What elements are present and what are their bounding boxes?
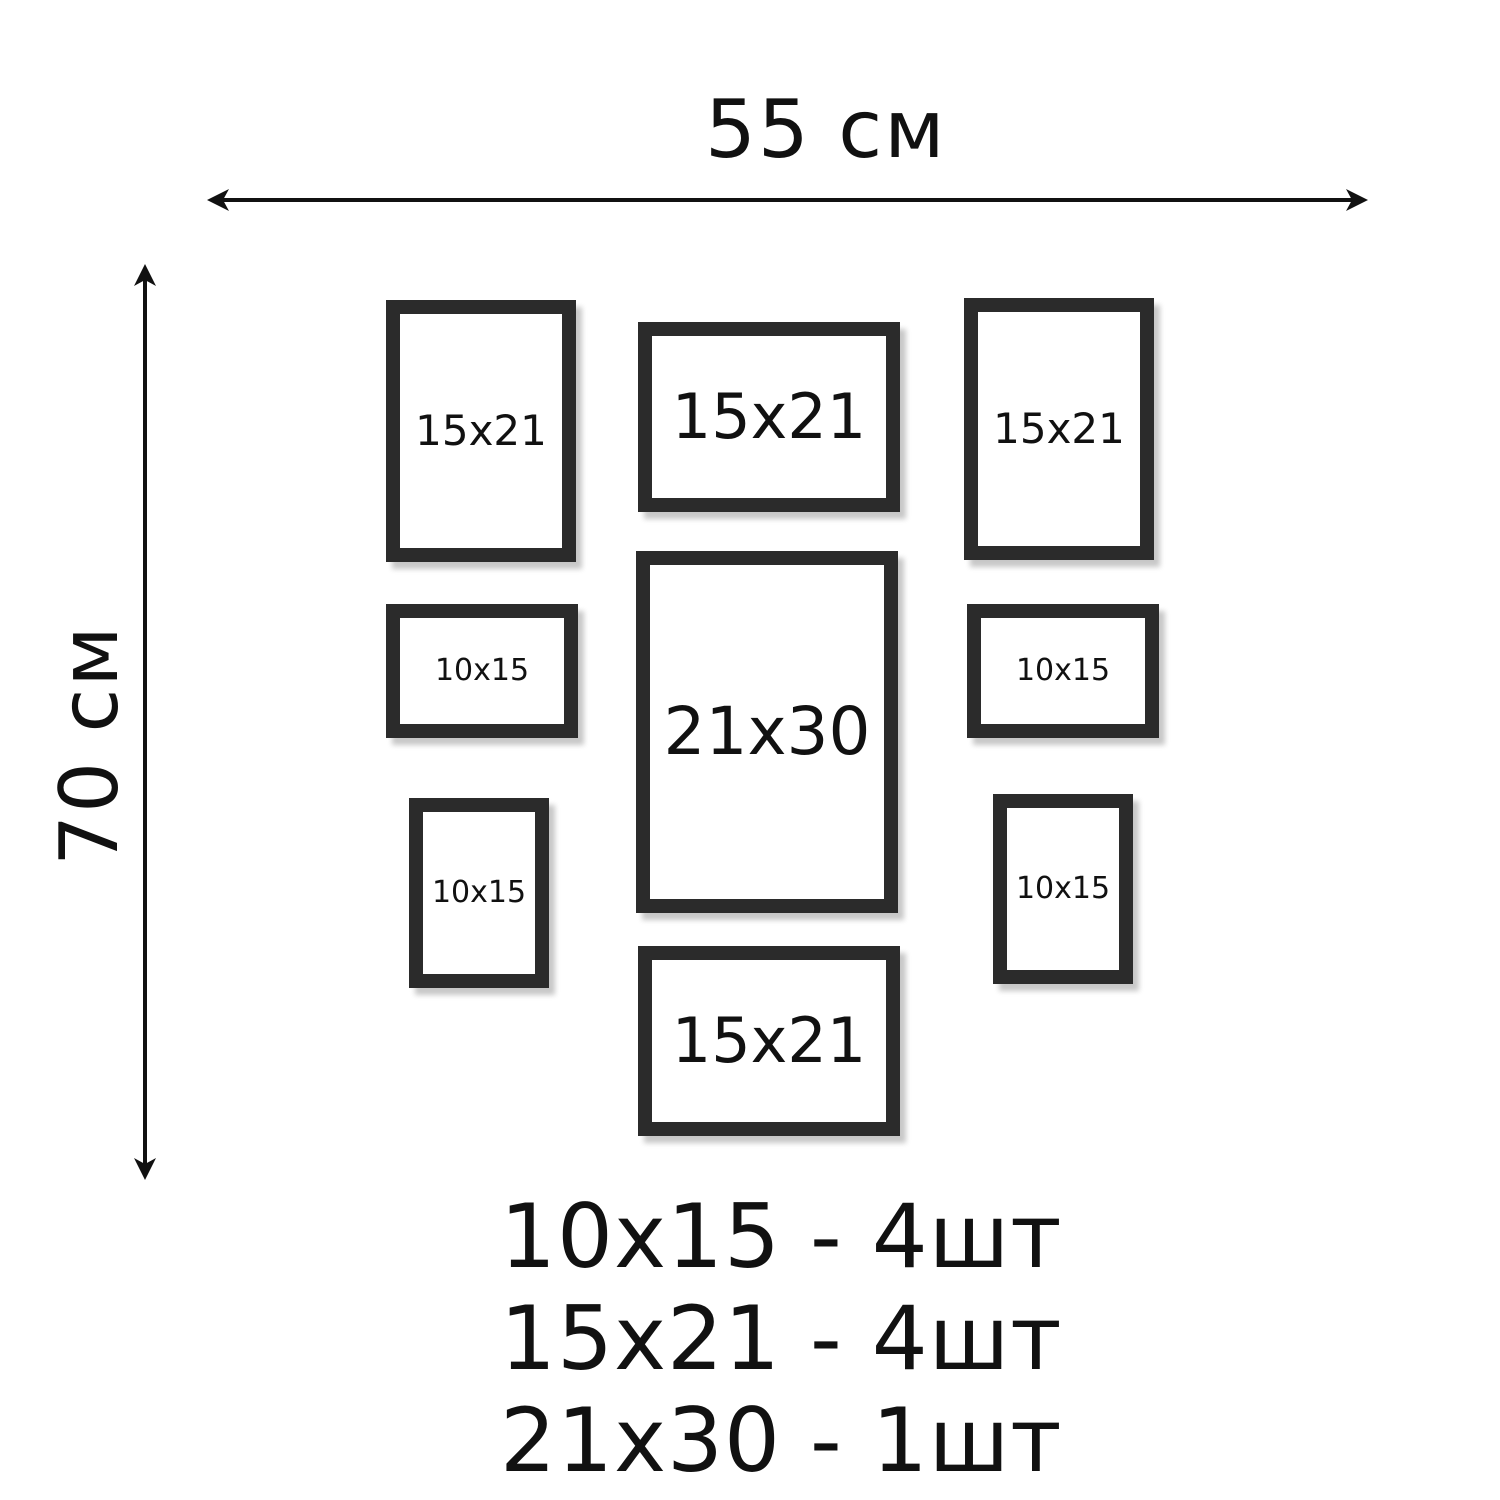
summary-line: 10x15 - 4шт: [500, 1185, 1063, 1288]
frame-size-label: 15x21: [671, 380, 867, 453]
frame-21x30-center: 21x30: [636, 551, 898, 913]
frame-15x21-top-center: 15x21: [638, 322, 900, 512]
frame-10x15-bottom-right: 10x15: [993, 794, 1133, 984]
height-label: 70 см: [43, 624, 136, 866]
width-arrow: [207, 189, 1368, 211]
frame-size-label: 10x15: [1015, 871, 1111, 906]
height-arrow: [134, 264, 156, 1180]
frame-10x15-bottom-left: 10x15: [409, 798, 549, 988]
frame-15x21-bottom-center: 15x21: [638, 946, 900, 1136]
frame-10x15-middle-left: 10x15: [386, 604, 578, 738]
frame-count-summary: 10x15 - 4шт 15x21 - 4шт 21x30 - 1шт: [500, 1185, 1063, 1492]
summary-line: 21x30 - 1шт: [500, 1389, 1063, 1492]
summary-line: 15x21 - 4шт: [500, 1287, 1063, 1390]
width-label: 55 см: [705, 83, 947, 176]
frame-10x15-middle-right: 10x15: [967, 604, 1159, 738]
frame-size-label: 10x15: [1015, 653, 1111, 688]
frame-size-label: 15x21: [671, 1004, 867, 1077]
frame-15x21-top-left: 15x21: [386, 300, 576, 562]
frame-size-label: 15x21: [415, 406, 547, 455]
frame-size-label: 10x15: [431, 875, 527, 910]
frame-size-label: 10x15: [434, 653, 530, 688]
frame-size-label: 21x30: [663, 693, 871, 770]
frame-size-label: 15x21: [993, 404, 1125, 453]
frame-15x21-top-right: 15x21: [964, 298, 1154, 560]
